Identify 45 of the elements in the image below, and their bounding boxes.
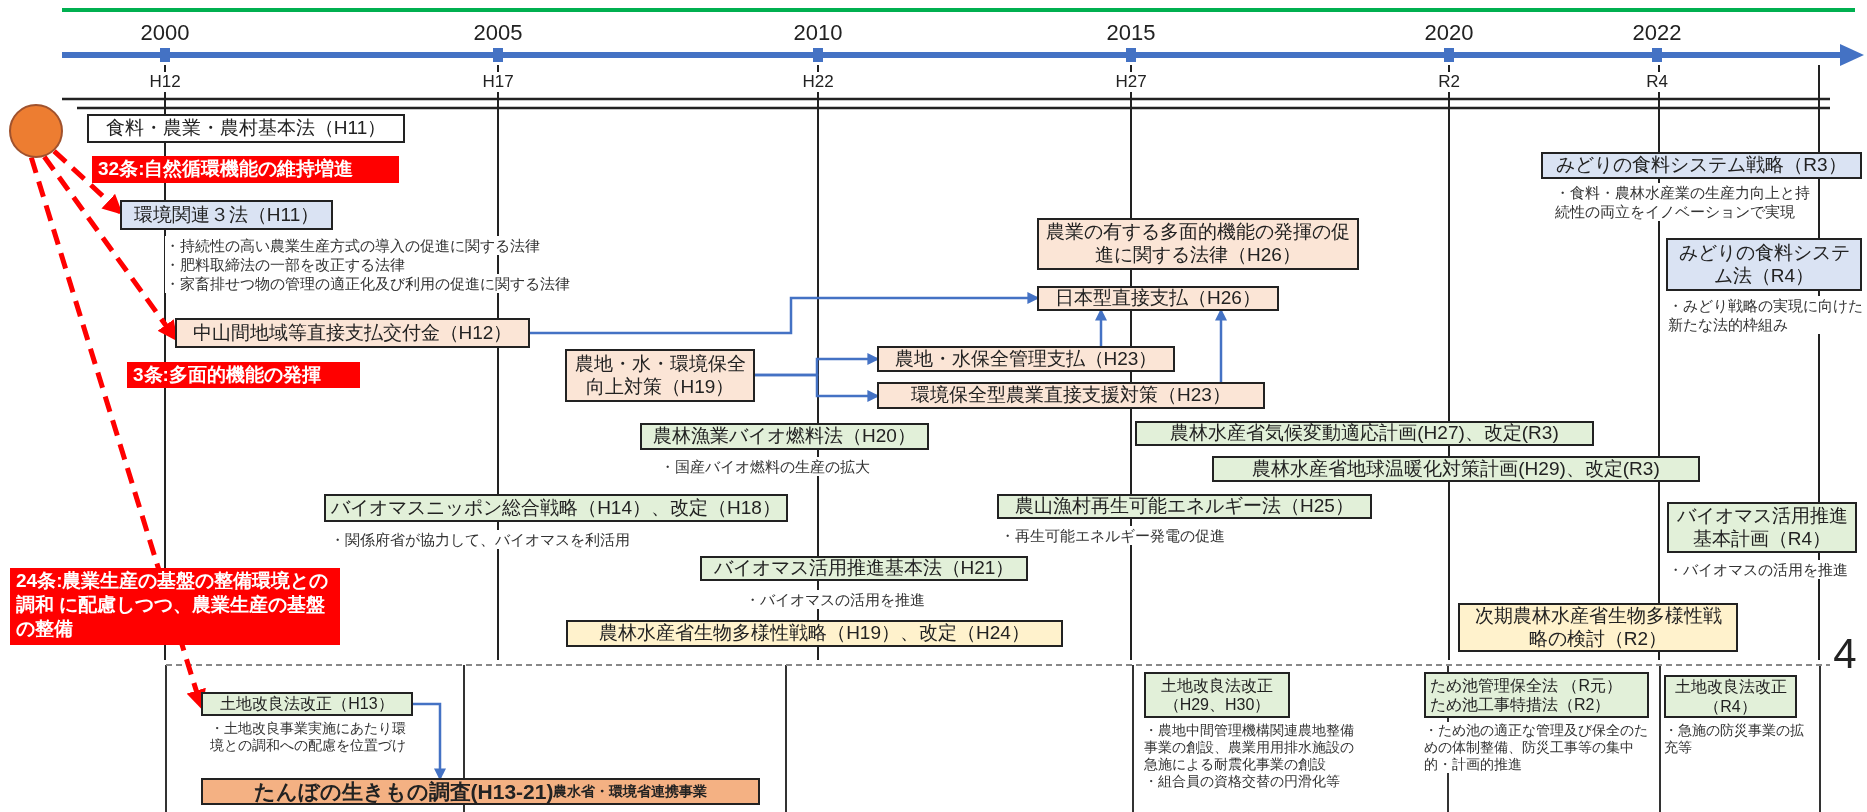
law-box: 環境保全型農業直接支援対策（H23） (877, 382, 1265, 409)
law-box: 農業の有する多面的機能の発揮の促進に関する法律（H26） (1037, 218, 1359, 270)
era-label: H12 (147, 72, 183, 92)
law-box: 中山間地域等直接支払交付金（H12） (175, 318, 530, 348)
law-box: 日本型直接支払（H26） (1037, 286, 1279, 311)
subtitle-text: 農水省・環境省連携事業 (553, 783, 708, 800)
title-text: たんぼの生きもの調査(H13-21) (253, 778, 554, 805)
law-box: バイオマス活用推進基本計画（R4） (1667, 502, 1857, 553)
era-label: R4 (1644, 72, 1670, 92)
note-text: ・ため池の適正な管理及び保全のための体制整備、防災工事等の集中的・計画的推進 (1424, 722, 1649, 773)
note-text: ・家畜排せつ物の管理の適正化及び利用の促進に関する法律 (165, 274, 570, 293)
law-box: 農林水産省生物多様性戦略（H19）、改定（H24） (566, 620, 1063, 647)
law-box: 環境関連３法（H11） (120, 200, 333, 230)
start-circle (9, 104, 63, 158)
law-box: みどりの食料システム法（R4） (1666, 238, 1862, 291)
edge-label: 24条:農業生産の基盤の整備環境との調和 に配慮しつつ、農業生産の基盤の整備 (10, 568, 340, 645)
note-text: ・肥料取締法の一部を改正する法律 (165, 255, 405, 274)
law-box: バイオマス活用推進基本法（H21） (700, 556, 1028, 581)
law-box: 食料・農業・農村基本法（H11） (87, 114, 405, 143)
era-label: H27 (1113, 72, 1149, 92)
era-label: R2 (1436, 72, 1462, 92)
edge-label: 32条:自然循環機能の維持増進 (92, 156, 399, 183)
era-label: H17 (480, 72, 516, 92)
dashed-arrow (28, 156, 206, 710)
law-box: 次期農林水産省生物多様性戦略の検討（R2） (1458, 603, 1738, 652)
era-label: H22 (800, 72, 836, 92)
law-box: 農地・水保全管理支払（H23） (877, 346, 1175, 372)
law-box: みどりの食料システム戦略（R3） (1541, 152, 1862, 179)
subtitle-text: ため池工事特措法（R2） (1430, 695, 1611, 715)
law-box: 農林漁業バイオ燃料法（H20） (640, 423, 929, 450)
note-text: ・持続性の高い農業生産方式の導入の促進に関する法律 (165, 236, 540, 255)
law-box: バイオマスニッポン総合戦略（H14）、改定（H18） (324, 494, 788, 522)
law-box: 農林水産省地球温暖化対策計画(H29)、改定(R3) (1212, 456, 1700, 482)
law-box: 農林水産省気候変動適応計画(H27)、改定(R3) (1135, 421, 1594, 446)
edge-label: 3条:多面的機能の発揮 (127, 362, 360, 388)
arrow (413, 702, 446, 781)
law-box (1424, 672, 1649, 718)
law-box: 農地・水・環境保全向上対策（H19） (565, 349, 755, 402)
law-box: 土地改良法改正（H13） (201, 692, 413, 716)
note-text: ・みどり戦略の実現に向けた新たな法的枠組み (1668, 296, 1863, 334)
law-box (201, 778, 760, 805)
law-box: 農山漁村再生可能エネルギー法（H25） (997, 494, 1372, 519)
title-text: ため池管理保全法 （R元） (1430, 675, 1622, 695)
law-box: 土地改良法改正（H29、H30） (1144, 672, 1290, 718)
law-box: 土地改良法改正（R4） (1664, 675, 1797, 718)
